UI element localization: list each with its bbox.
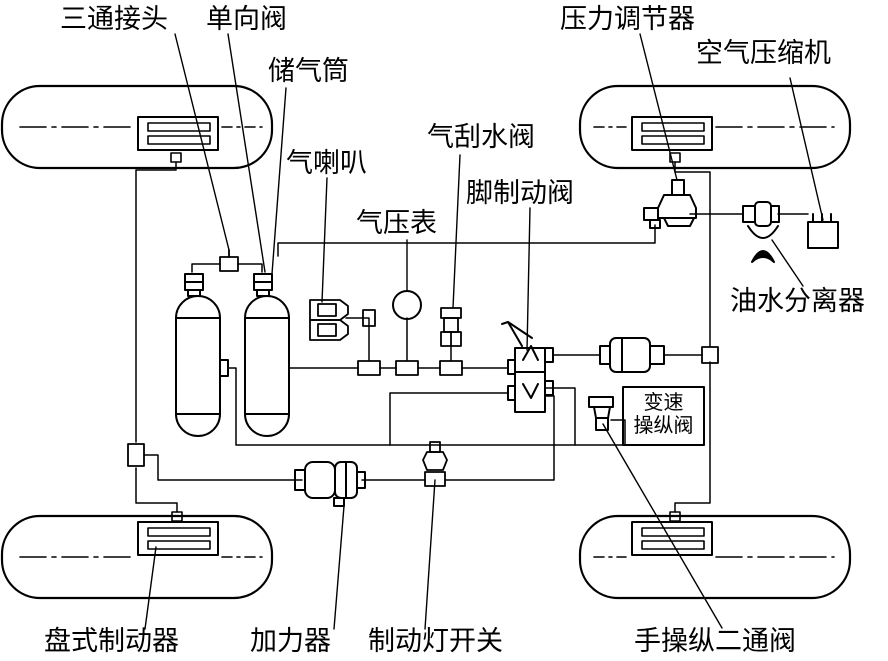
oil-water-separator [742,201,780,263]
label-check-valve: 单向阀 [206,4,287,35]
label-brake-light-switch: 制动灯开关 [368,626,503,657]
label-wiper-valve: 气刮水阀 [427,122,535,153]
label-air-tank: 储气筒 [268,56,349,87]
wiper-valve [440,307,462,347]
air-tank-right [244,273,290,437]
wheel-rear-left [0,511,274,600]
label-disc-brake: 盘式制动器 [44,626,179,657]
label-manual-two-way-valve: 手操纵二通阀 [634,626,796,657]
label-gearshift-valve-line2: 操纵阀 [633,413,694,437]
label-air-compressor: 空气压缩机 [696,38,831,69]
main-line-fittings [357,360,463,376]
label-foot-brake-valve: 脚制动阀 [466,178,574,209]
label-gearshift-valve: 变速 操纵阀 [623,391,704,437]
front-relay-valve [599,337,665,373]
label-booster: 加力器 [250,626,331,657]
air-lines [135,161,809,513]
label-pressure-regulator: 压力调节器 [560,4,695,35]
leader-lines [144,33,824,630]
label-oil-water-separator: 油水分离器 [730,286,865,317]
wheel-rear-right [578,511,852,600]
label-gearshift-valve-line1: 变速 [643,390,684,414]
booster [294,461,366,507]
wheel-front-left [0,84,274,170]
tee-joint-left [127,443,145,467]
air-horn [309,299,376,341]
tee-joint-top [219,249,239,272]
air-tank-left [175,273,229,437]
label-tee-joint: 三通接头 [60,4,168,35]
label-pressure-gauge: 气压表 [356,208,437,239]
foot-brake-valve [501,321,554,413]
pressure-regulator [643,179,697,229]
wheel-front-right [578,84,852,170]
tee-joint-right [701,346,719,364]
label-air-horn: 气喇叭 [286,148,367,179]
pressure-gauge [392,290,422,320]
gearshift-control-valve [588,386,705,446]
